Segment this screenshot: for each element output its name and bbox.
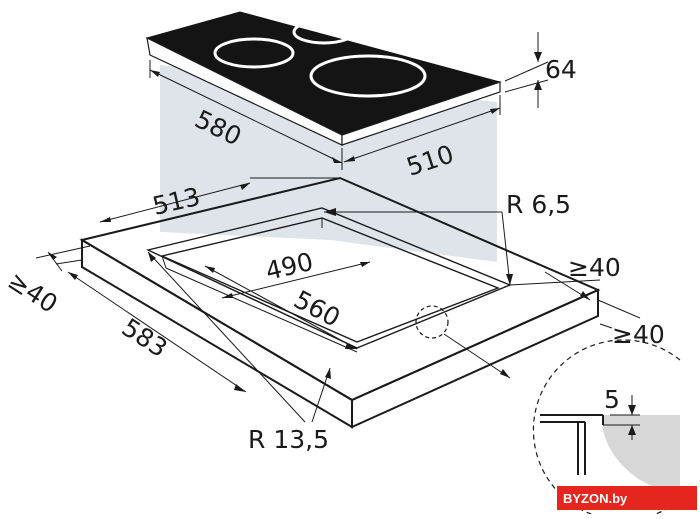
burner-large — [309, 54, 427, 98]
dim-clearance-right: ≥40 — [597, 299, 665, 349]
label-rebate-5: 5 — [604, 385, 620, 414]
callout-r-6-5: R 6,5 — [324, 190, 571, 286]
detail-view: 5 — [532, 339, 681, 519]
burner-small — [292, 19, 356, 45]
watermark-background — [557, 486, 697, 510]
worktop-side — [351, 288, 599, 429]
label-583: 583 — [117, 313, 173, 363]
label-clearance-right: ≥40 — [612, 320, 665, 349]
callout-r-13-5: R 13,5 — [147, 251, 331, 454]
hob — [145, 11, 502, 146]
burner-medium — [213, 37, 295, 69]
hob-frame-edge-right — [341, 81, 501, 146]
dim-clearance-back: ≥40 — [509, 253, 621, 301]
detail-circle — [532, 339, 681, 519]
watermark-logo-text: BYZON.by — [563, 491, 628, 506]
dim-hob-height: 64 — [504, 32, 577, 108]
label-clearance-back: ≥40 — [568, 253, 621, 282]
dim-cutout-inner-width: 490 — [221, 247, 371, 299]
label-64: 64 — [545, 55, 577, 84]
label-r-13-5: R 13,5 — [248, 425, 329, 454]
label-r-6-5: R 6,5 — [506, 190, 571, 219]
detail-worktop-fill — [603, 415, 680, 500]
label-490: 490 — [263, 247, 316, 286]
dim-clearance-left: ≥40 — [3, 245, 91, 319]
detail-marker — [415, 305, 449, 339]
label-clearance-left: ≥40 — [3, 266, 63, 319]
worktop — [79, 176, 601, 429]
watermark: BYZON.by — [557, 486, 697, 510]
